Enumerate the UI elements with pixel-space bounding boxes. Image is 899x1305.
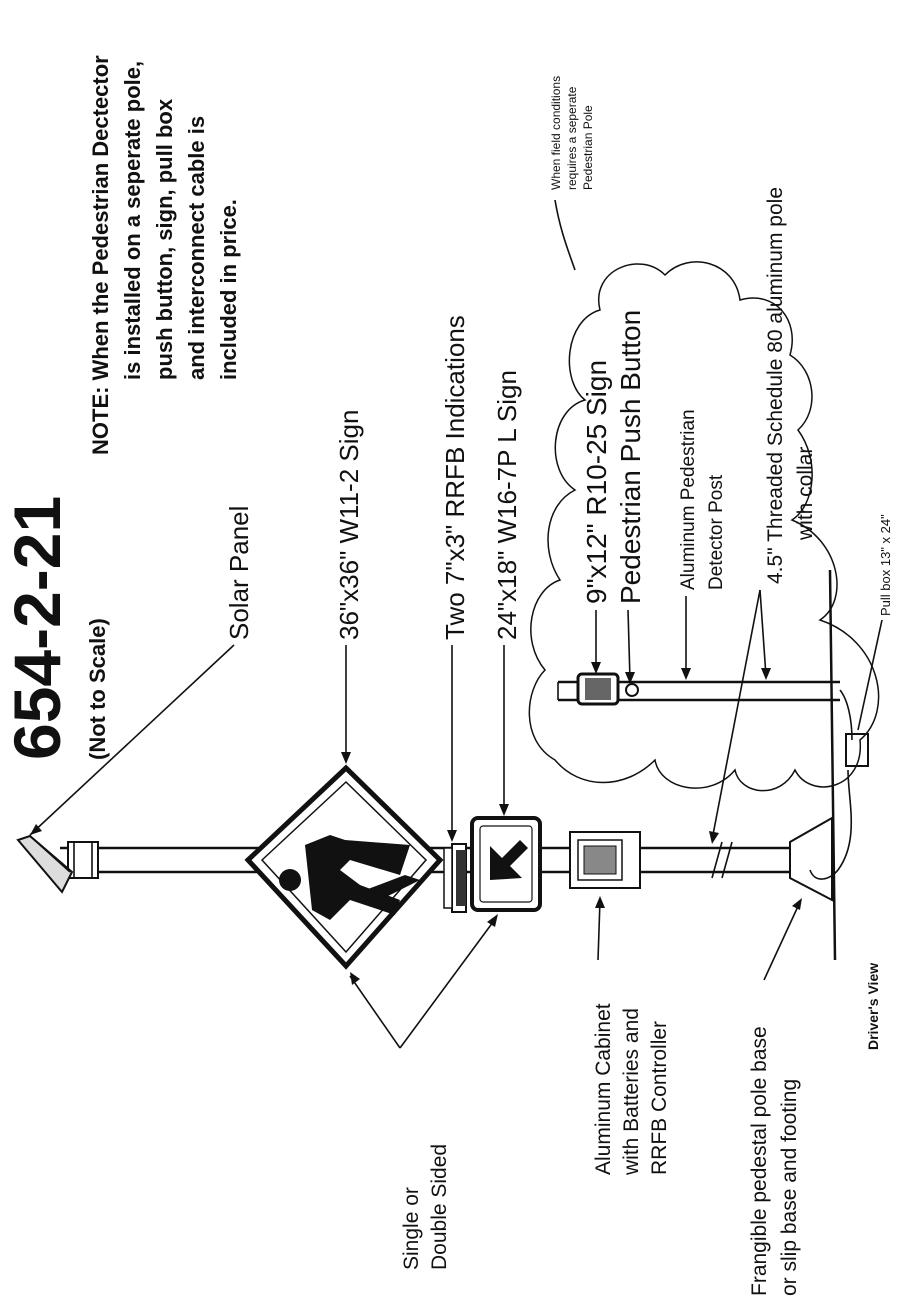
cloud-note-2: requires a seperate — [565, 86, 579, 190]
cloud-note-1: When field conditions — [549, 76, 563, 190]
note-line-1: NOTE: When the Pedestrian Dectector — [88, 55, 113, 455]
w11-2-pedestrian-sign — [244, 764, 444, 970]
w16-7p-arrow-sign — [470, 816, 542, 912]
label-solar-panel: Solar Panel — [224, 506, 254, 640]
interconnect-cable — [809, 689, 853, 880]
note-line-2: is installed on a seperate pole, — [120, 61, 145, 380]
scale-note: (Not to Scale) — [85, 618, 110, 760]
note-line-3: push button, sign, pull box — [152, 98, 177, 380]
label-drivers-view: Driver's View — [865, 963, 881, 1050]
cloud-outline — [528, 261, 880, 792]
rrfb-indications — [443, 843, 467, 913]
label-push-button: Pedestrian Push Button — [615, 310, 646, 604]
price-note: NOTE: When the Pedestrian Dectector is i… — [88, 55, 241, 455]
label-w11-2-sign: 36"x36" W11-2 Sign — [334, 410, 364, 640]
pull-box — [845, 733, 869, 767]
label-r10-25-sign: 9"x12" R10-25 Sign — [581, 360, 612, 604]
label-pole-1: 4.5" Threaded Schedule 80 aluminum pole — [764, 187, 787, 584]
aluminum-cabinet — [569, 831, 641, 889]
label-ped-post-2: Detector Post — [706, 474, 727, 590]
label-ped-post-1: Aluminum Pedestrian — [678, 409, 699, 590]
label-pole-2: with collar — [794, 447, 817, 541]
label-rrfb: Two 7"x3" RRFB Indications — [440, 315, 470, 640]
r10-25-sign — [576, 672, 620, 706]
label-cabinet-2: with Batteries and — [620, 1008, 643, 1176]
label-sided-1: Single or — [400, 1187, 423, 1270]
label-w16-7p-sign: 24"x18" W16-7P L Sign — [492, 370, 522, 640]
label-cabinet-1: Aluminum Cabinet — [592, 1003, 615, 1175]
push-button-icon — [625, 683, 639, 697]
title-block: 654-2-21 (Not to Scale) — [0, 496, 110, 760]
label-sided-2: Double Sided — [428, 1144, 451, 1270]
arrow-down-left-icon — [490, 840, 528, 880]
drawing-title: 654-2-21 — [0, 496, 74, 760]
pedestrian-symbol-icon — [279, 835, 420, 920]
ground-line — [828, 569, 837, 961]
note-line-4: and interconnect cable is — [184, 116, 209, 380]
solar-panel — [16, 834, 74, 894]
cloud-note-3: Pedestrian Pole — [581, 105, 595, 190]
label-base-1: Frangible pedestal pole base — [748, 1026, 771, 1296]
label-cabinet-3: RRFB Controller — [648, 1021, 671, 1175]
pedestal-base — [789, 816, 833, 902]
leader-lines — [29, 199, 883, 1049]
label-pull-box: Pull box 13" x 24" — [878, 514, 893, 616]
note-line-5: included in price. — [216, 199, 241, 380]
label-base-2: or slip base and footing — [778, 1079, 801, 1296]
